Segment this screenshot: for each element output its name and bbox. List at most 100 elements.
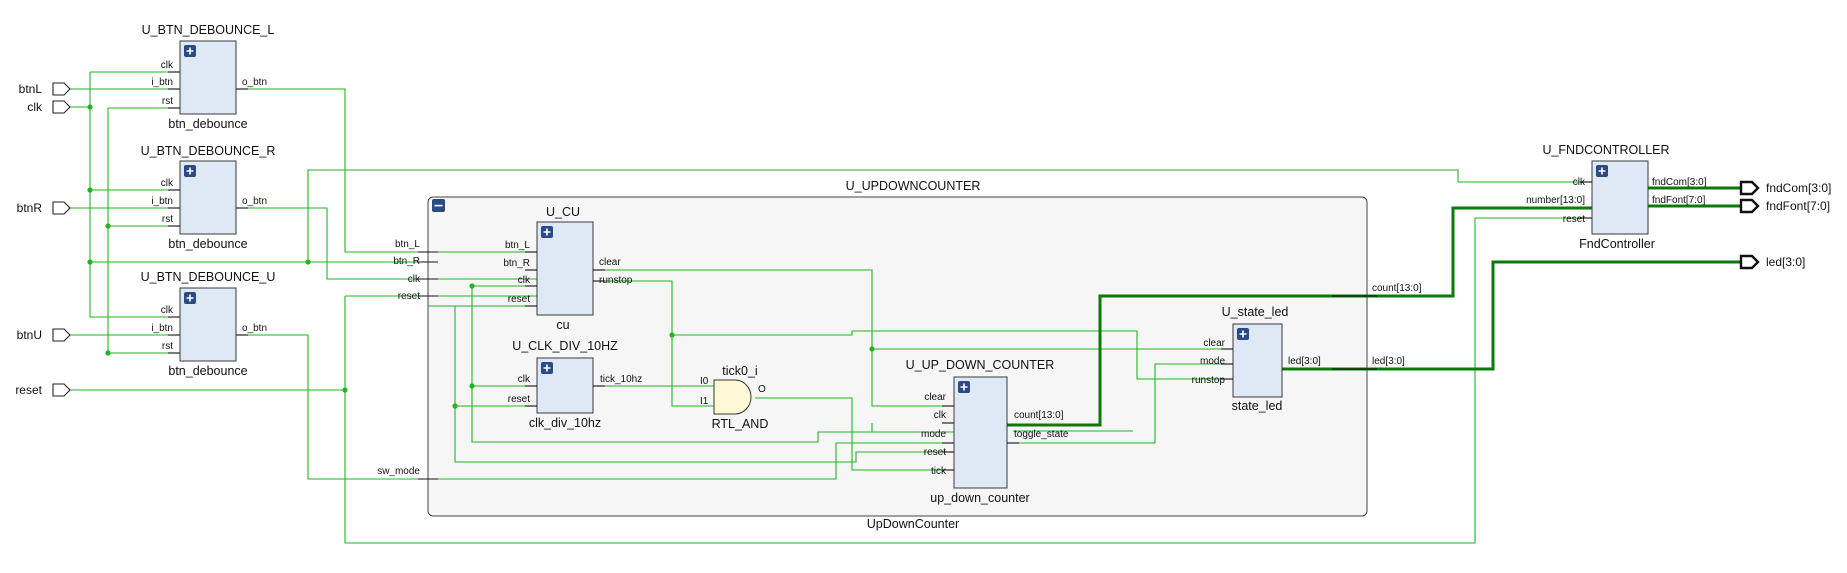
svg-text:runstop: runstop <box>1192 375 1226 386</box>
svg-text:tick: tick <box>931 466 947 477</box>
expand-button[interactable] <box>184 165 196 177</box>
port-fndCom[interactable]: fndCom[3:0] <box>1739 180 1831 196</box>
svg-text:count[13:0]: count[13:0] <box>1014 410 1064 421</box>
expand-button[interactable] <box>184 45 196 57</box>
svg-text:led[3:0]: led[3:0] <box>1288 356 1321 367</box>
instance-name: U_CU <box>546 205 580 219</box>
junctions <box>87 104 875 409</box>
svg-text:reset: reset <box>15 383 42 397</box>
expand-button[interactable] <box>1237 328 1249 340</box>
svg-text:btnL: btnL <box>19 82 43 96</box>
svg-text:toggle_state: toggle_state <box>1014 429 1069 440</box>
instance-name: tick0_i <box>722 364 757 378</box>
counter-cell[interactable]: U_UP_DOWN_COUNTER clear clk mode reset t… <box>906 358 1069 505</box>
port-btnL[interactable]: btnL <box>19 82 71 96</box>
instance-name: U_state_led <box>1222 305 1289 319</box>
updowncounter-instance-name: U_UPDOWNCOUNTER <box>846 179 981 193</box>
svg-text:tick_10hz: tick_10hz <box>600 374 642 385</box>
expand-button[interactable] <box>541 362 553 374</box>
stateled-cell[interactable]: U_state_led clear mode runstop led[3:0] … <box>1192 305 1321 413</box>
svg-text:clk: clk <box>161 60 174 71</box>
clkdiv-cell[interactable]: U_CLK_DIV_10HZ clk reset tick_10hz clk_d… <box>508 339 642 430</box>
module-name: cu <box>556 318 569 332</box>
svg-text:fndFont[7:0]: fndFont[7:0] <box>1652 195 1706 206</box>
debounce-r-cell[interactable]: U_BTN_DEBOUNCE_R clk i_btn rst o_btn btn… <box>141 144 276 251</box>
port-reset[interactable]: reset <box>15 383 71 397</box>
svg-text:rst: rst <box>162 341 173 352</box>
svg-text:clk: clk <box>518 275 531 286</box>
port-fndFont[interactable]: fndFont[7:0] <box>1739 198 1830 214</box>
svg-text:reset: reset <box>398 291 420 302</box>
svg-text:clk: clk <box>161 305 174 316</box>
svg-text:reset: reset <box>508 294 530 305</box>
svg-text:reset: reset <box>924 447 946 458</box>
svg-text:o_btn: o_btn <box>242 196 267 207</box>
svg-text:runstop: runstop <box>599 275 633 286</box>
instance-name: U_BTN_DEBOUNCE_U <box>141 270 276 284</box>
svg-text:clk: clk <box>518 374 531 385</box>
svg-text:rst: rst <box>162 214 173 225</box>
svg-text:o_btn: o_btn <box>242 77 267 88</box>
wires <box>68 71 1592 544</box>
svg-text:btn_R: btn_R <box>393 256 420 267</box>
instance-name: U_UP_DOWN_COUNTER <box>906 358 1055 372</box>
svg-text:btnU: btnU <box>17 328 42 342</box>
output-ports: fndCom[3:0] fndFont[7:0] led[3:0] <box>1739 180 1831 270</box>
svg-text:reset: reset <box>1563 214 1585 225</box>
expand-button[interactable] <box>958 381 970 393</box>
svg-text:clk: clk <box>161 178 174 189</box>
input-ports: btnL clk btnR btnU reset <box>15 82 71 397</box>
svg-text:mode: mode <box>1200 356 1225 367</box>
svg-text:clear: clear <box>1203 338 1225 349</box>
svg-text:fndFont[7:0]: fndFont[7:0] <box>1766 199 1830 213</box>
svg-text:mode: mode <box>921 429 946 440</box>
port-btnU[interactable]: btnU <box>17 328 71 342</box>
svg-text:led[3:0]: led[3:0] <box>1372 356 1405 367</box>
and-gate[interactable]: tick0_i I0 I1 O RTL_AND <box>700 364 768 431</box>
svg-text:i_btn: i_btn <box>151 77 173 88</box>
svg-text:i_btn: i_btn <box>151 196 173 207</box>
svg-text:I1: I1 <box>700 396 709 407</box>
module-name: state_led <box>1232 399 1283 413</box>
expand-button[interactable] <box>184 292 196 304</box>
port-led[interactable]: led[3:0] <box>1739 254 1805 270</box>
module-name: btn_debounce <box>168 364 247 378</box>
svg-text:i_btn: i_btn <box>151 323 173 334</box>
svg-text:clk: clk <box>408 274 421 285</box>
svg-text:clk: clk <box>1573 177 1586 188</box>
debounce-l-cell[interactable]: U_BTN_DEBOUNCE_L clk i_btn rst o_btn btn… <box>142 23 275 131</box>
expand-button[interactable] <box>1596 165 1608 177</box>
svg-text:fndCom[3:0]: fndCom[3:0] <box>1652 177 1707 188</box>
port-btnR[interactable]: btnR <box>17 201 71 215</box>
svg-text:led[3:0]: led[3:0] <box>1766 255 1805 269</box>
module-name: clk_div_10hz <box>529 416 601 430</box>
svg-text:btn_R: btn_R <box>503 258 530 269</box>
svg-text:btn_L: btn_L <box>505 240 530 251</box>
svg-text:clk: clk <box>934 410 947 421</box>
updowncounter-port-labels: btn_L btn_R clk reset sw_mode count[13:0… <box>377 239 1422 480</box>
debounce-u-cell[interactable]: U_BTN_DEBOUNCE_U clk i_btn rst o_btn btn… <box>141 270 276 378</box>
svg-text:number[13:0]: number[13:0] <box>1526 195 1585 206</box>
module-name: btn_debounce <box>168 117 247 131</box>
svg-text:sw_mode: sw_mode <box>377 466 420 477</box>
port-clk[interactable]: clk <box>27 100 71 114</box>
svg-text:reset: reset <box>508 394 530 405</box>
svg-text:btn_L: btn_L <box>395 239 420 250</box>
updowncounter-module-name: UpDownCounter <box>867 517 959 531</box>
expand-button[interactable] <box>541 226 553 238</box>
instance-name: U_BTN_DEBOUNCE_R <box>141 144 276 158</box>
svg-text:rst: rst <box>162 96 173 107</box>
fnd-cell[interactable]: U_FNDCONTROLLER clk number[13:0] reset f… <box>1526 143 1707 251</box>
svg-text:o_btn: o_btn <box>242 323 267 334</box>
svg-text:I0: I0 <box>700 376 709 387</box>
module-name: FndController <box>1579 237 1655 251</box>
instance-name: U_CLK_DIV_10HZ <box>512 339 618 353</box>
svg-text:clear: clear <box>599 257 621 268</box>
svg-text:btnR: btnR <box>17 201 43 215</box>
updowncounter-box[interactable] <box>427 196 1368 517</box>
collapse-button[interactable] <box>432 199 445 212</box>
module-name: RTL_AND <box>712 417 769 431</box>
cu-cell[interactable]: U_CU btn_L btn_R clk reset clear runstop… <box>503 205 632 332</box>
instance-name: U_FNDCONTROLLER <box>1542 143 1669 157</box>
